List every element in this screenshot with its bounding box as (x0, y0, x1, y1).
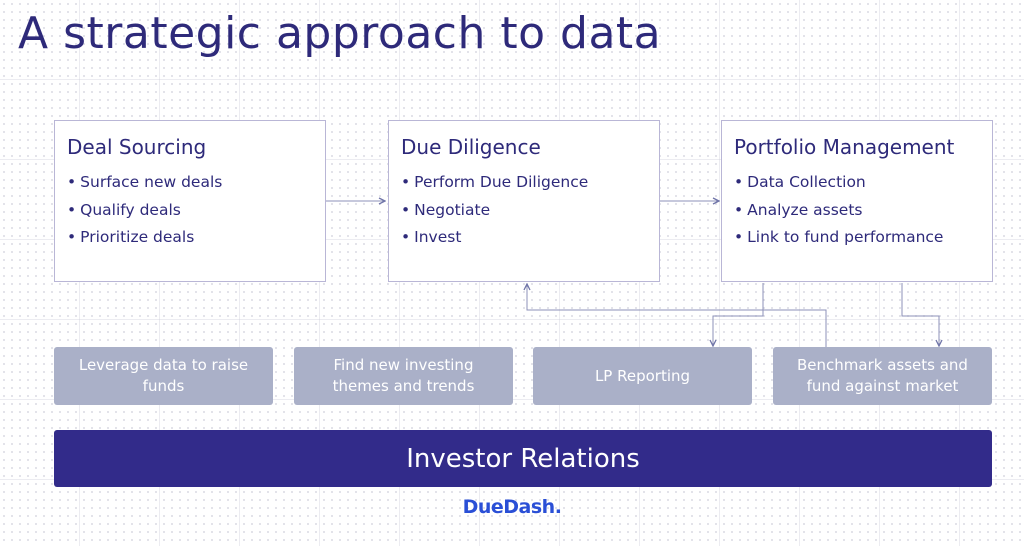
arrow-benchmark-to-diligence (527, 284, 827, 347)
stage-portfolio-management: Portfolio Management Data Collection Ana… (721, 120, 993, 282)
tile-lp-reporting: LP Reporting (533, 347, 752, 405)
stage-deal-sourcing: Deal Sourcing Surface new deals Qualify … (54, 120, 326, 282)
list-item: Surface new deals (67, 169, 313, 197)
page-title: A strategic approach to data (18, 8, 662, 59)
stage-title: Portfolio Management (734, 135, 955, 159)
list-item: Prioritize deals (67, 224, 313, 252)
list-item: Data Collection (734, 169, 980, 197)
list-item: Negotiate (401, 197, 647, 225)
arrow-portfolio-to-lp-reporting (713, 283, 764, 346)
list-item: Invest (401, 224, 647, 252)
stage-due-diligence: Due Diligence Perform Due Diligence Nego… (388, 120, 660, 282)
tile-benchmark: Benchmark assets and fund against market (773, 347, 992, 405)
tile-leverage-data: Leverage data to raise funds (54, 347, 273, 405)
stage-title: Deal Sourcing (67, 135, 207, 159)
arrow-portfolio-to-benchmark (901, 283, 939, 346)
stage-items: Data Collection Analyze assets Link to f… (734, 169, 980, 252)
list-item: Qualify deals (67, 197, 313, 225)
list-item: Perform Due Diligence (401, 169, 647, 197)
list-item: Analyze assets (734, 197, 980, 225)
stage-items: Perform Due Diligence Negotiate Invest (401, 169, 647, 252)
duedash-logo: DueDash. (462, 496, 562, 518)
stage-title: Due Diligence (401, 135, 541, 159)
list-item: Link to fund performance (734, 224, 980, 252)
tile-new-themes: Find new investing themes and trends (294, 347, 513, 405)
investor-relations-bar: Investor Relations (54, 430, 992, 487)
stage-items: Surface new deals Qualify deals Prioriti… (67, 169, 313, 252)
